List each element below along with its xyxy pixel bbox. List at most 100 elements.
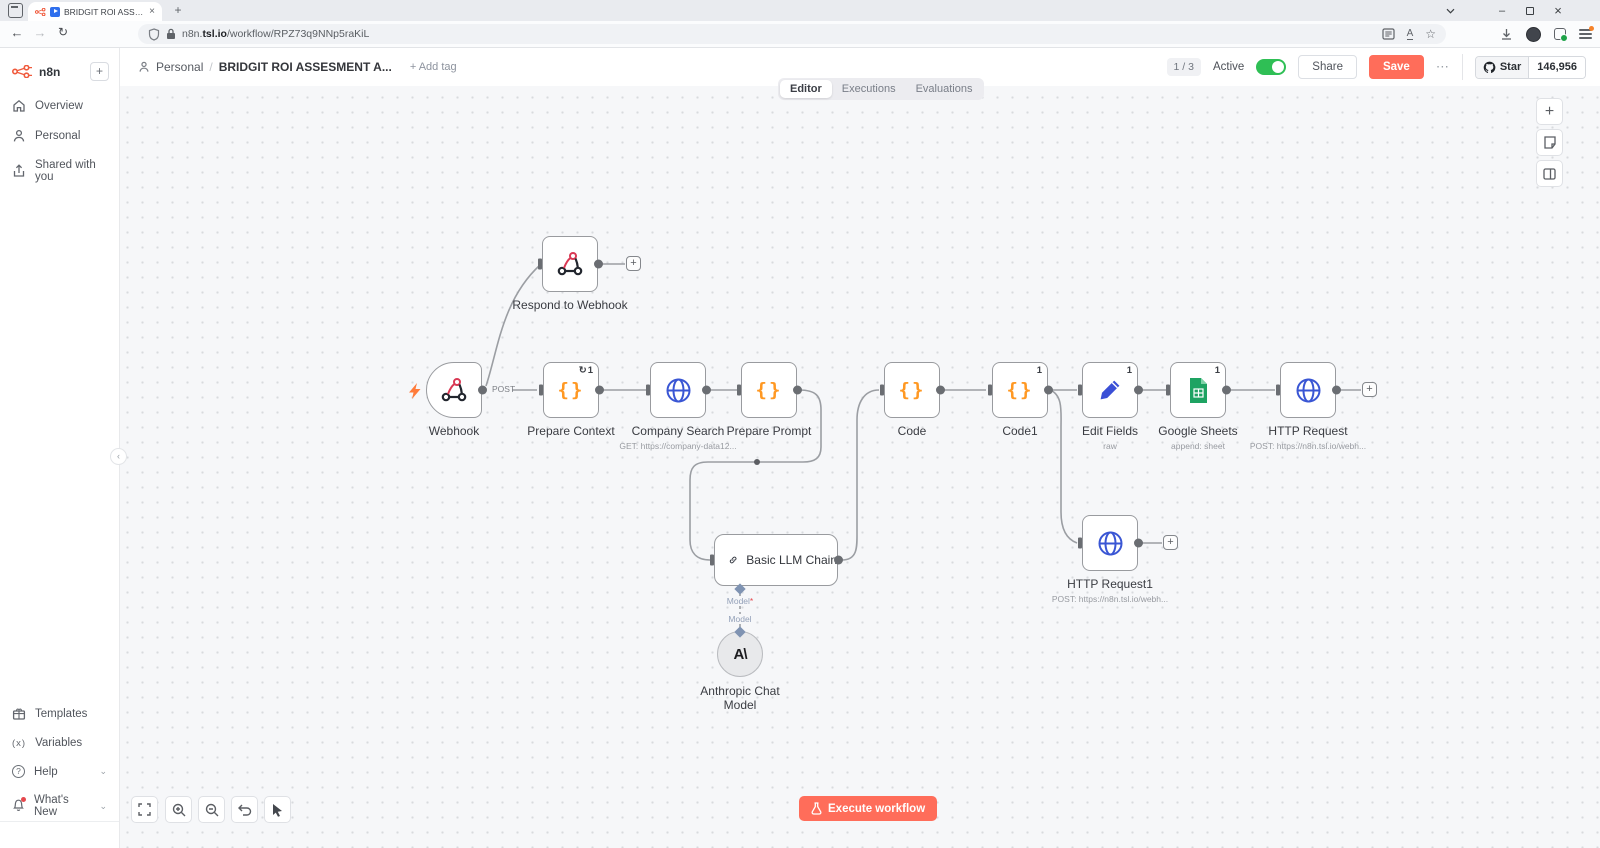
input-port[interactable] [1276,384,1280,396]
browser-tab[interactable]: BRIDGIT ROI ASSESMENT A × [28,2,162,21]
save-button[interactable]: Save [1368,55,1424,79]
translate-icon[interactable]: A [1406,28,1414,40]
download-icon[interactable] [1500,28,1513,41]
sidebar-item-overview[interactable]: Overview [0,91,119,121]
input-port[interactable] [539,384,543,396]
back-button[interactable]: ← [10,25,24,40]
n8n-logo[interactable]: n8n [12,65,60,79]
minimize-button[interactable]: – [1498,4,1506,17]
node-webhook[interactable]: Webhook [409,362,487,438]
star-count: 146,956 [1529,56,1585,78]
zoom-out-button[interactable] [198,796,225,823]
add-sticky-note-button[interactable] [1536,129,1563,156]
connection-midpoint-dot[interactable] [754,459,760,465]
flask-icon [811,802,822,815]
add-node-plus-button[interactable]: + [626,256,641,271]
output-port[interactable] [1134,538,1143,548]
reload-button[interactable]: ↻ [57,25,69,39]
user-row[interactable] [0,821,119,834]
input-port[interactable] [737,384,741,396]
output-port[interactable] [936,385,945,395]
output-port[interactable] [702,385,711,395]
tab-search-icon[interactable] [8,3,23,18]
output-port[interactable] [595,385,604,395]
bookmark-star-icon[interactable]: ☆ [1425,27,1436,41]
tab-executions[interactable]: Executions [841,83,896,95]
input-port[interactable] [880,384,884,396]
extension-icon[interactable] [1554,28,1568,42]
node-label: Prepare Context [527,424,615,438]
star-label: Star [1499,61,1522,73]
workflow-canvas[interactable]: POST Respond to Webhook + Webhook ↻1 {} … [120,48,1600,848]
forward-button[interactable]: → [33,25,47,40]
input-port[interactable] [1166,384,1170,396]
add-project-button[interactable]: + [90,62,109,81]
breadcrumb-project[interactable]: Personal [156,60,204,74]
output-port[interactable] [793,385,802,395]
sidebar-item-variables[interactable]: (x) Variables [0,729,119,757]
add-node-button[interactable]: + [1536,98,1563,125]
add-node-plus-button[interactable]: + [1163,535,1178,550]
output-port[interactable] [478,385,487,395]
add-node-plus-button[interactable]: + [1362,382,1377,397]
output-port[interactable] [834,555,843,565]
pointer-tool-button[interactable] [264,796,291,823]
shield-icon[interactable] [148,27,160,41]
sidebar-item-templates[interactable]: Templates [0,699,119,729]
zoom-in-button[interactable] [165,796,192,823]
tab-editor[interactable]: Editor [780,80,832,98]
input-port[interactable] [988,384,992,396]
node-code1[interactable]: 1 {} Code1 [988,362,1053,438]
execute-workflow-button[interactable]: Execute workflow [799,796,938,821]
address-bar[interactable]: n8n.tsl.io/workflow/RPZ73q9NNp5raKiL A ☆ [138,24,1446,44]
person-icon [13,129,25,142]
node-prepare-context[interactable]: ↻1 {} Prepare Context [527,362,615,438]
sidebar-item-whats-new[interactable]: What's New ⌄ [0,786,119,826]
overflow-menu-icon[interactable]: ⋯ [1435,59,1450,74]
node-anthropic-chat-model[interactable]: A\ Anthropic Chat Model [700,631,780,712]
output-label-post: POST [492,384,516,394]
share-button[interactable]: Share [1298,55,1357,79]
browser-menu-icon[interactable] [1579,26,1594,39]
undo-button[interactable] [231,796,258,823]
toggle-panel-button[interactable] [1536,160,1563,187]
output-port[interactable] [1222,385,1231,395]
window-chevron-icon[interactable] [1436,0,1464,21]
node-prepare-prompt[interactable]: {} Prepare Prompt [727,362,811,438]
add-tag-button[interactable]: + Add tag [409,61,457,73]
output-port[interactable] [1332,385,1341,395]
tab-evaluations[interactable]: Evaluations [915,83,973,95]
new-tab-button[interactable]: + [174,3,182,17]
node-basic-llm-chain[interactable]: Basic LLM Chain [710,534,843,586]
output-port[interactable] [1134,385,1143,395]
input-port[interactable] [538,258,542,270]
github-star-widget[interactable]: Star 146,956 [1474,55,1586,79]
workflow-title[interactable]: BRIDGIT ROI ASSESMENT A... [218,60,392,74]
sidebar-item-help[interactable]: ? Help ⌄ [0,757,119,786]
close-window-button[interactable]: × [1554,3,1562,18]
input-port[interactable] [710,554,714,566]
active-toggle[interactable] [1256,59,1287,75]
zoom-to-fit-button[interactable] [131,796,158,823]
input-port[interactable] [646,384,650,396]
reader-mode-icon[interactable] [1381,28,1395,40]
node-code[interactable]: {} Code [880,362,945,438]
output-port[interactable] [1044,385,1053,395]
sidebar-item-shared[interactable]: Shared with you [0,151,119,191]
restore-button[interactable] [1516,0,1544,21]
output-port[interactable] [594,259,603,269]
sidebar-collapse-handle[interactable]: ‹ [110,448,127,465]
node-respond-to-webhook[interactable]: Respond to Webhook [512,236,628,312]
breadcrumb: Personal / BRIDGIT ROI ASSESMENT A... [138,60,392,74]
sidebar-item-personal[interactable]: Personal [0,121,119,151]
tab-close-icon[interactable]: × [149,6,155,17]
input-port[interactable] [1078,384,1082,396]
profile-avatar[interactable] [1526,26,1541,42]
input-port[interactable] [1078,537,1082,549]
